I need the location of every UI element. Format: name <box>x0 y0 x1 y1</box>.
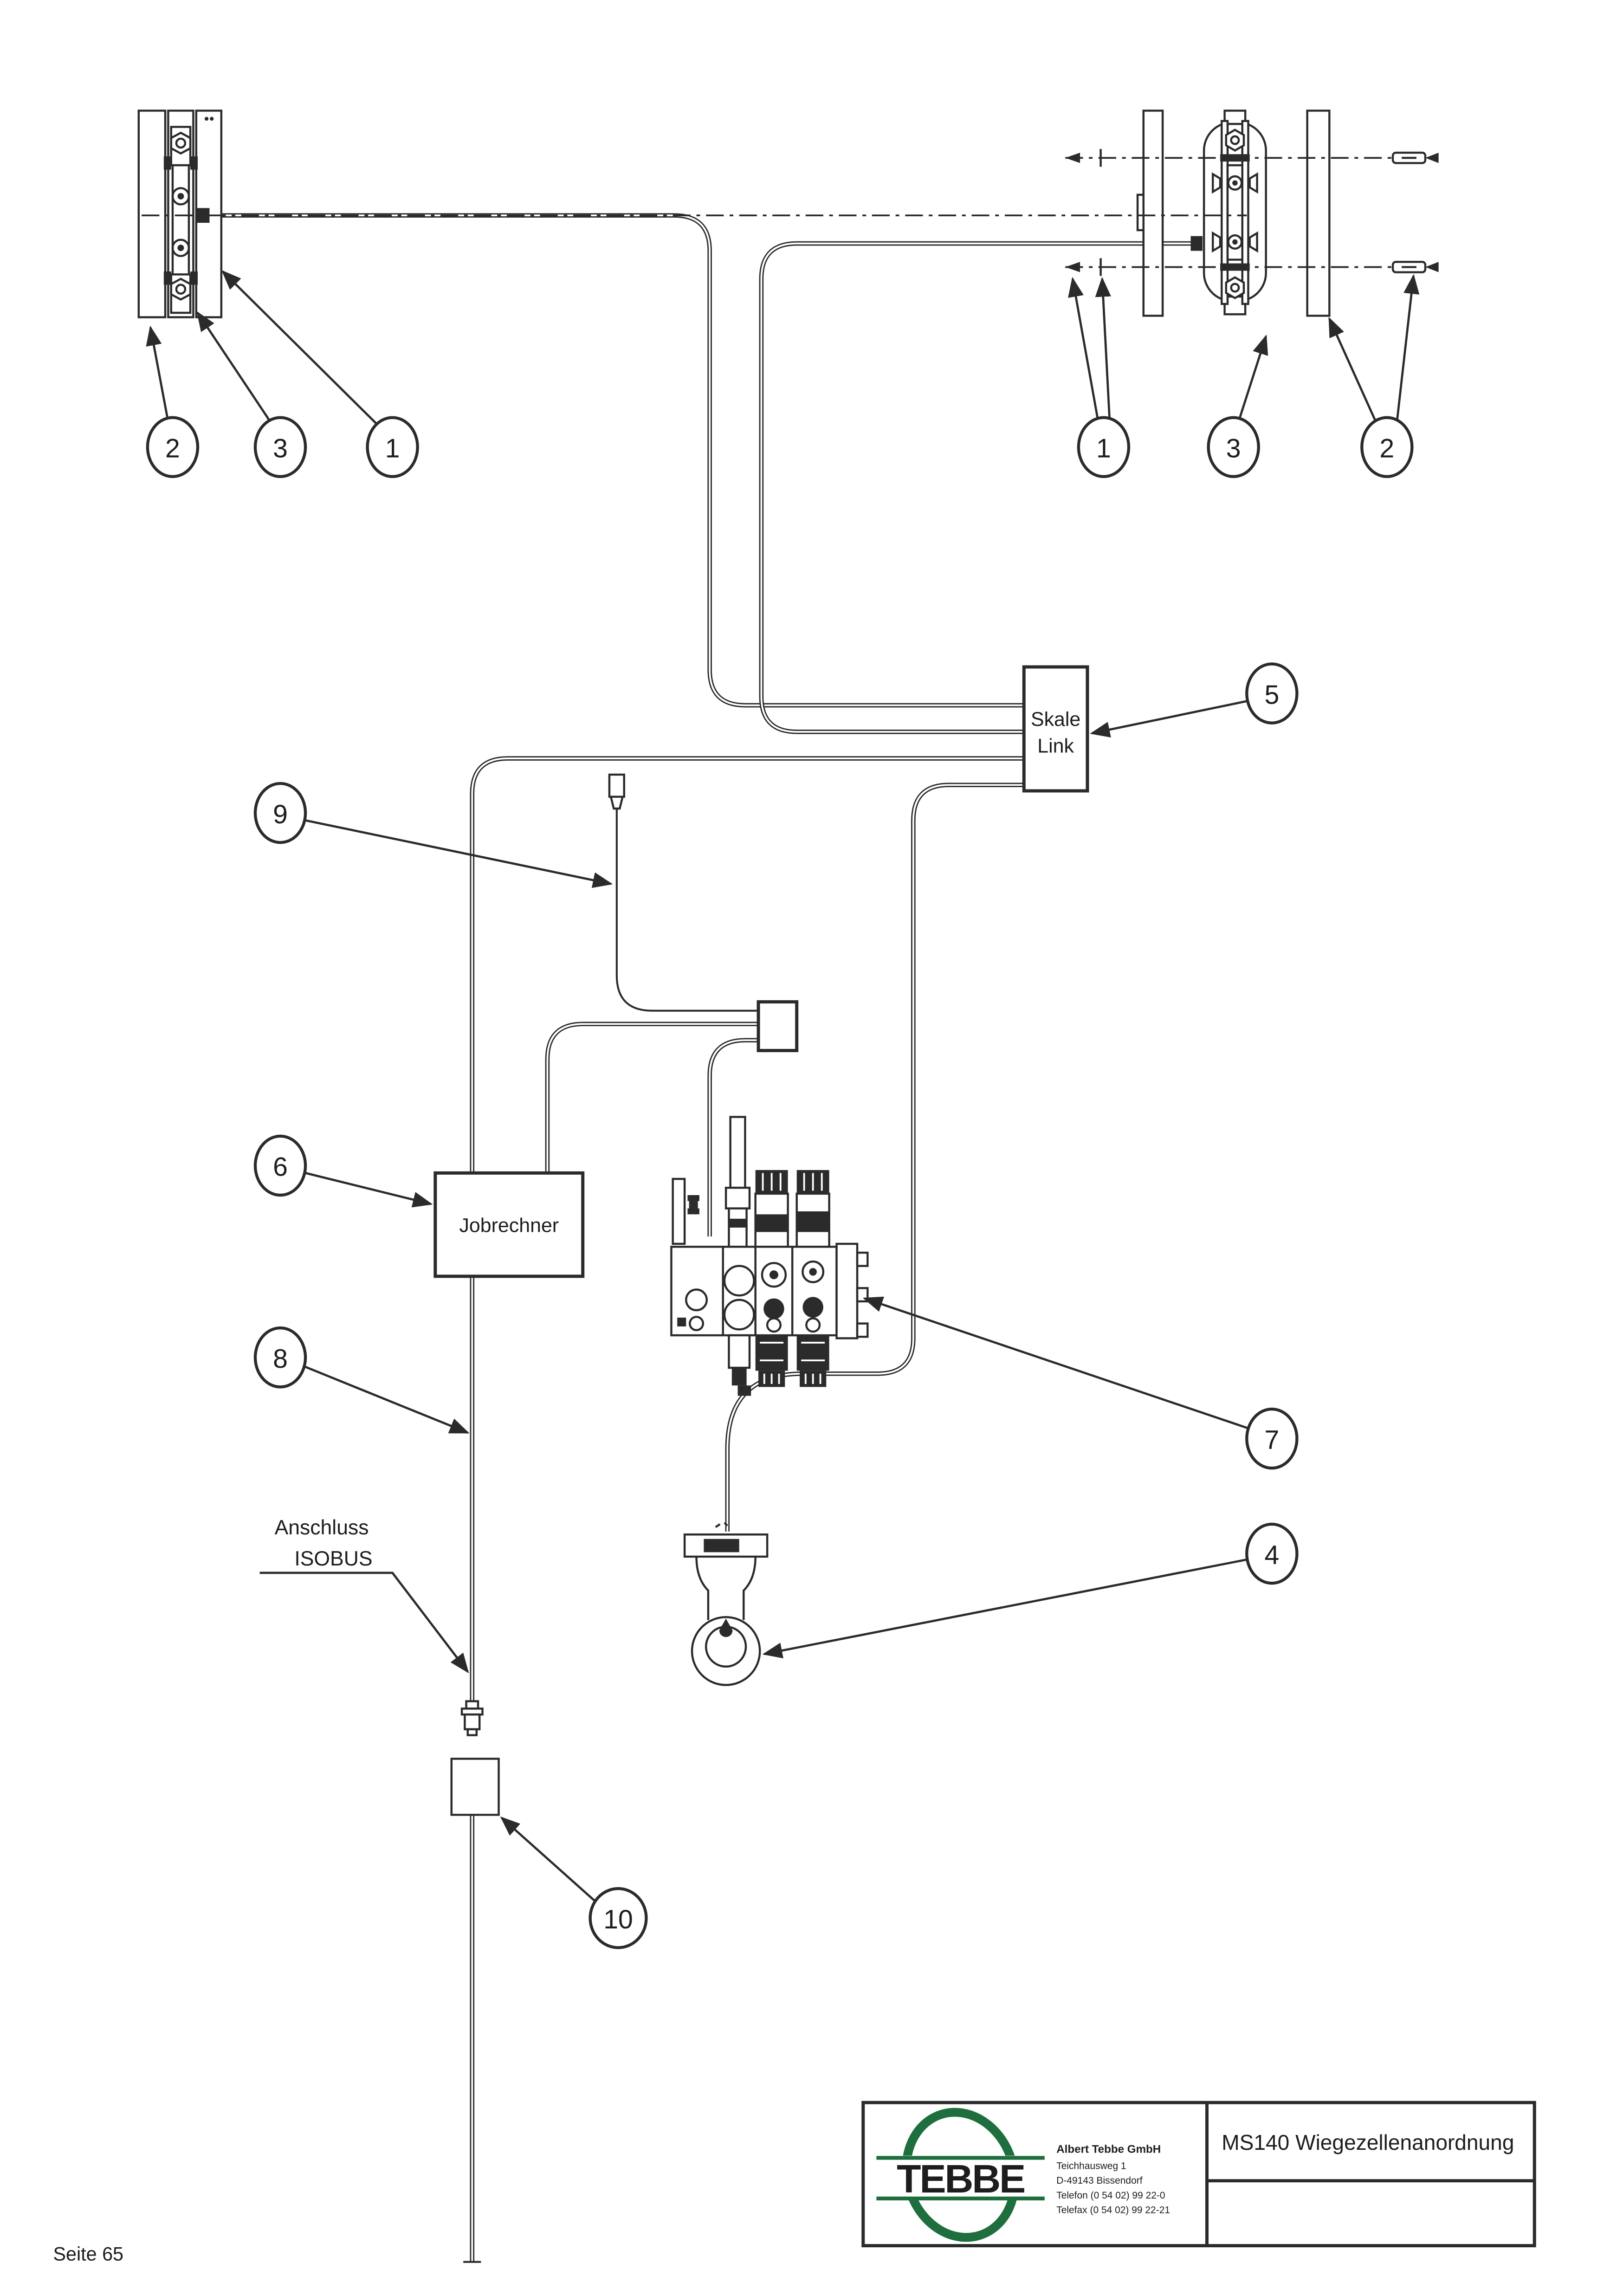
jobrechner-box: Jobrechner <box>433 1171 585 1278</box>
hex-nut-top <box>1225 129 1245 152</box>
sensor-pin-mark <box>719 1618 733 1637</box>
valve-end-plate <box>835 1242 859 1339</box>
phone-number: Telefon (0 54 02) 99 22-0 <box>1056 2190 1165 2201</box>
callout-right-2-number: 2 <box>1379 434 1394 464</box>
callout-10: 10 <box>588 1887 648 1949</box>
callout-5: 5 <box>1245 662 1299 724</box>
right-assembly-left-plate <box>1142 110 1164 317</box>
connector-10-box <box>450 1758 500 1816</box>
callout-left-2-number: 2 <box>165 434 180 464</box>
cable-isobus-main <box>463 758 1024 2262</box>
side-cutout <box>1211 172 1222 194</box>
callout-right-2: 2 <box>1360 416 1414 479</box>
tebbe-logo-text: TEBBE <box>897 2157 1024 2201</box>
skale-link-label-1: Skale <box>1031 708 1080 731</box>
valve-left-pipe <box>672 1177 686 1245</box>
isobus-plug <box>460 1700 484 1736</box>
cable-sensor <box>727 785 1024 1532</box>
cable-9-connector <box>608 773 625 798</box>
valve-solenoid-top-2 <box>795 1170 830 1248</box>
callout-7: 7 <box>1245 1407 1299 1470</box>
cable-gland <box>196 208 210 223</box>
bolt-symbol-bottom <box>1391 261 1439 273</box>
cable-left-loadcell <box>208 215 1024 705</box>
right-assembly-right-plate <box>1306 110 1331 317</box>
hex-nut-bottom <box>1225 276 1245 299</box>
callout-right-3: 3 <box>1207 416 1260 479</box>
tebbe-logo: TEBBE <box>876 2108 1045 2242</box>
drawing-title: MS140 Wiegezellenanordnung <box>1222 2130 1514 2154</box>
anschluss-line1: Anschluss <box>275 1516 369 1539</box>
callout-right-1-number: 1 <box>1096 434 1111 464</box>
page-number: Seite 65 <box>53 2243 123 2264</box>
callout-6-number: 6 <box>273 1152 288 1182</box>
callout-left-1-number: 1 <box>385 434 400 464</box>
hex-bolt-bottom <box>170 278 192 301</box>
drawbar-sensor <box>683 1522 769 1686</box>
company-address: Albert Tebbe GmbH Teichhausweg 1 D-49143… <box>1056 2143 1170 2215</box>
company-name: Albert Tebbe GmbH <box>1056 2143 1161 2155</box>
anschluss-line2: ISOBUS <box>294 1547 372 1570</box>
fax-number: Telefax (0 54 02) 99 22-21 <box>1056 2205 1170 2216</box>
valve-body <box>670 1246 838 1337</box>
valve-solenoid-bottom-1 <box>755 1335 788 1371</box>
junction-connector-box <box>757 1000 799 1053</box>
cable-right-loadcell <box>761 244 1198 732</box>
callout-left-3-number: 3 <box>273 434 288 464</box>
title-block: TEBBE Albert Tebbe GmbH Teichhausweg 1 D… <box>861 2101 1536 2248</box>
callout-4: 4 <box>1245 1522 1299 1585</box>
callout-5-number: 5 <box>1264 680 1279 710</box>
skale-link-label-2: Link <box>1037 735 1074 757</box>
valve-lever <box>729 1116 746 1189</box>
callout-9: 9 <box>253 782 307 844</box>
callout-7-number: 7 <box>1264 1425 1279 1455</box>
left-plate-outer <box>137 110 167 318</box>
capsule-cable-connector <box>1190 236 1203 251</box>
callout-left-3: 3 <box>253 416 307 479</box>
sensor-eye-ring <box>691 1616 761 1686</box>
callout-8: 8 <box>253 1326 307 1389</box>
callout-leaders <box>146 270 1420 1904</box>
cable-9-line <box>608 773 759 1012</box>
callout-4-number: 4 <box>1264 1540 1279 1570</box>
callout-9-number: 9 <box>273 800 288 829</box>
hex-bolt-top <box>170 131 192 155</box>
hydraulic-valve <box>670 1116 869 1396</box>
callout-6: 6 <box>253 1134 307 1197</box>
bolt-symbol-top <box>1391 151 1439 164</box>
skale-link-box: Skale Link <box>1022 665 1089 793</box>
address-street: Teichhausweg 1 <box>1056 2160 1126 2171</box>
callout-bubbles: 2 3 1 1 3 2 5 9 <box>146 416 1414 1949</box>
valve-solenoid-top-1 <box>754 1170 789 1248</box>
anschluss-leader <box>259 1572 469 1674</box>
right-loadcell-assembly <box>1136 110 1331 317</box>
callout-8-number: 8 <box>273 1344 288 1374</box>
callout-left-1: 1 <box>366 416 419 479</box>
marking-dots <box>204 116 209 121</box>
cable-jobrechner <box>547 1024 758 1173</box>
jobrechner-label: Jobrechner <box>459 1215 559 1237</box>
callout-right-3-number: 3 <box>1226 434 1241 464</box>
valve-solenoid-bottom-2 <box>796 1335 829 1371</box>
callout-left-2: 2 <box>146 416 200 479</box>
centerlines <box>142 149 1439 276</box>
address-city: D-49143 Bissendorf <box>1056 2175 1143 2186</box>
callout-right-1: 1 <box>1077 416 1131 479</box>
anschluss-isobus-label: Anschluss ISOBUS <box>259 1516 469 1674</box>
left-loadcell-assembly <box>137 110 223 318</box>
callout-10-number: 10 <box>603 1905 633 1934</box>
